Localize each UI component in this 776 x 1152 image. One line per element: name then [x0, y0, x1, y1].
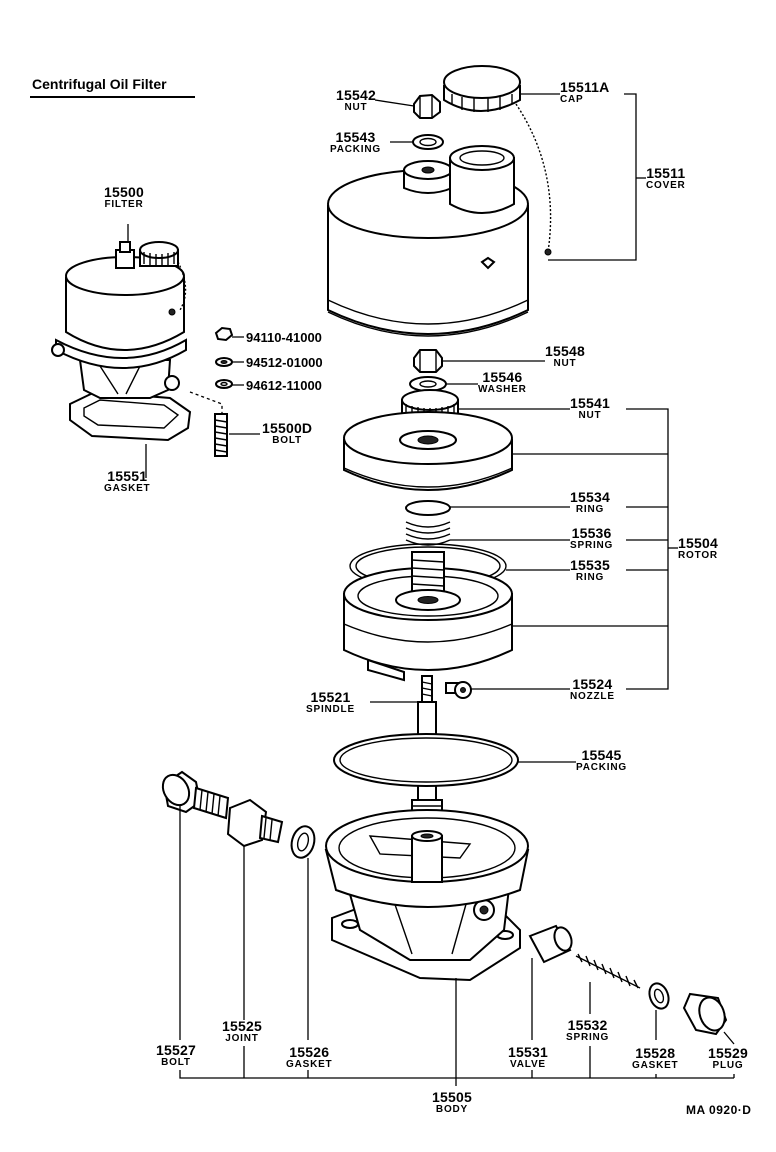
callout-15527: 15527 BOLT	[156, 1043, 196, 1068]
diagram-title: Centrifugal Oil Filter	[32, 76, 167, 92]
callout-number: 15541	[570, 395, 610, 411]
callout-name: ROTOR	[678, 550, 718, 561]
valve-assembly-drawing	[528, 924, 728, 1036]
callout-number: 15524	[572, 676, 613, 692]
callout-15536: 15536 SPRING	[570, 526, 613, 551]
callout-15551: 15551 GASKET	[104, 469, 150, 494]
callout-15500: 15500 FILTER	[104, 185, 144, 210]
callout-15504: 15504 ROTOR	[678, 536, 718, 561]
drawing-code: MA 0920·D	[686, 1103, 752, 1117]
callout-number: 15542	[336, 87, 376, 103]
callout-name: GASKET	[104, 483, 151, 494]
callout-15546: 15546 WASHER	[478, 370, 527, 395]
callout-15521: 15521 SPINDLE	[306, 690, 355, 715]
callout-number: 15525	[222, 1018, 262, 1034]
callout-number: 15534	[570, 489, 610, 505]
callout-name: RING	[575, 572, 605, 583]
callout-name: PACKING	[576, 762, 627, 773]
callout-15531: 15531 VALVE	[508, 1045, 548, 1070]
callout-name: BODY	[435, 1104, 469, 1115]
callout-name: GASKET	[286, 1059, 333, 1070]
callout-15505: 15505 BODY	[432, 1090, 472, 1115]
callout-name: JOINT	[225, 1033, 259, 1044]
callout-name: PLUG	[712, 1060, 744, 1071]
callout-number: 15511A	[560, 79, 610, 95]
callout-number: 15505	[432, 1089, 472, 1105]
callout-15534: 15534 RING	[570, 490, 610, 515]
callout-15545: 15545 PACKING	[576, 748, 627, 773]
callout-number: 15504	[678, 535, 718, 551]
callout-name: NUT	[344, 102, 368, 113]
callout-number: 15500	[104, 184, 144, 200]
callout-15529: 15529 PLUG	[708, 1046, 748, 1071]
callout-number: 15511	[646, 165, 686, 181]
callout-number: 15545	[581, 747, 622, 763]
callout-15535: 15535 RING	[570, 558, 610, 583]
nozzle-drawing	[445, 681, 472, 699]
assembled-filter-drawing	[51, 241, 260, 457]
callout-name: RING	[575, 504, 605, 515]
callout-15528: 15528 GASKET	[632, 1046, 678, 1071]
callout-name: BOLT	[161, 1057, 191, 1068]
callout-15542: 15542 NUT	[336, 88, 376, 113]
callout-number: 15526	[289, 1044, 330, 1060]
callout-15511A: 15511A CAP	[560, 80, 609, 105]
callout-15543: 15543 PACKING	[330, 130, 381, 155]
callout-name: CAP	[560, 94, 584, 105]
rotor-drawing	[343, 349, 513, 682]
callout-number: 15527	[156, 1042, 196, 1058]
callout-number: 15536	[571, 525, 612, 541]
callout-name: WASHER	[478, 384, 527, 395]
callout-name: SPRING	[566, 1032, 610, 1043]
callout-name: NOZZLE	[570, 691, 615, 702]
callout-number: 15548	[545, 343, 585, 359]
callout-15541: 15541 NUT	[570, 396, 610, 421]
callout-15526: 15526 GASKET	[286, 1045, 332, 1070]
callout-name: PACKING	[330, 144, 381, 155]
cover-drawing	[327, 65, 552, 337]
callout-number: 15535	[570, 557, 610, 573]
hardware-nut-number: 94110-41000	[246, 330, 322, 345]
callout-name: FILTER	[104, 199, 144, 210]
callout-name: GASKET	[632, 1060, 679, 1071]
callout-name: NUT	[553, 358, 577, 369]
callout-name: SPINDLE	[306, 704, 355, 715]
callout-name: SPRING	[570, 540, 614, 551]
callout-number: 15532	[567, 1017, 608, 1033]
callout-name: COVER	[646, 180, 686, 191]
callout-15524: 15524 NOZZLE	[570, 677, 615, 702]
callout-name: NUT	[578, 410, 602, 421]
body-drawing	[324, 809, 530, 982]
callout-name: VALVE	[510, 1059, 546, 1070]
side-fittings-drawing	[161, 770, 316, 859]
callout-number: 15546	[482, 369, 523, 385]
callout-15532: 15532 SPRING	[566, 1018, 609, 1043]
callout-name: BOLT	[272, 435, 302, 446]
callout-15511: 15511 COVER	[646, 166, 686, 191]
callout-number: 15521	[310, 689, 351, 705]
callout-number: 15500D	[262, 420, 313, 436]
callout-number: 15531	[508, 1044, 548, 1060]
callout-number: 15528	[635, 1045, 676, 1061]
callout-number: 15543	[335, 129, 376, 145]
hardware-lock-washer-number: 94612-11000	[246, 378, 322, 393]
callout-15500D: 15500D BOLT	[262, 421, 312, 446]
hardware-washer-number: 94512-01000	[246, 355, 323, 370]
callout-15525: 15525 JOINT	[222, 1019, 262, 1044]
leader-lines	[127, 93, 735, 1086]
callout-number: 15529	[708, 1045, 748, 1061]
title-underline	[30, 96, 195, 98]
callout-15548: 15548 NUT	[545, 344, 585, 369]
callout-number: 15551	[107, 468, 148, 484]
